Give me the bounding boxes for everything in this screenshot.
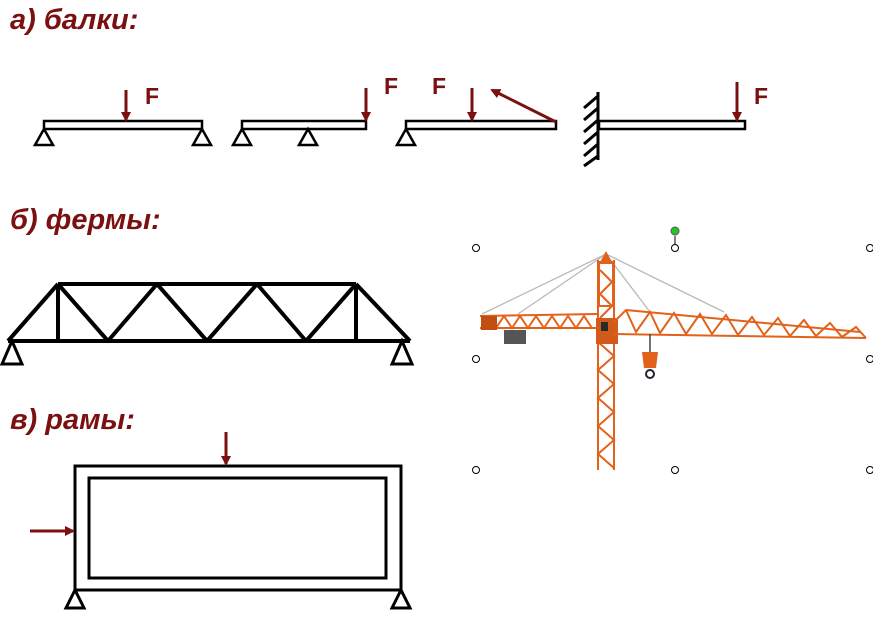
resize-handle-icon bbox=[671, 466, 679, 474]
force-label: F bbox=[145, 83, 159, 109]
pin-support-icon bbox=[394, 126, 418, 147]
resize-handle-icon bbox=[866, 466, 873, 474]
pin-support-icon bbox=[389, 586, 413, 610]
beam-overhang: F bbox=[230, 73, 398, 147]
pin-support-icon bbox=[63, 586, 87, 610]
resize-handle-icon bbox=[472, 244, 480, 252]
crane-image[interactable] bbox=[479, 251, 867, 470]
resize-handle-icon bbox=[472, 355, 480, 363]
frame bbox=[30, 432, 413, 610]
beam-simply-supported: F bbox=[32, 83, 214, 147]
resize-handle-icon bbox=[866, 244, 873, 252]
beam-cantilever-fixed: F bbox=[583, 82, 768, 168]
resize-handle-icon bbox=[671, 244, 679, 252]
resize-handle-icon bbox=[866, 355, 873, 363]
pin-support-icon bbox=[190, 126, 214, 147]
pin-support-icon bbox=[32, 126, 56, 147]
pin-support-icon bbox=[296, 126, 320, 147]
force-label: F bbox=[432, 73, 446, 99]
force-label: F bbox=[754, 83, 768, 109]
image-selection-handles[interactable] bbox=[472, 226, 873, 474]
section-heading-beams: а) балки: bbox=[10, 4, 139, 36]
pin-support-icon bbox=[0, 337, 25, 366]
section-heading-frames: в) рамы: bbox=[10, 404, 135, 436]
pin-support-icon bbox=[230, 126, 254, 147]
truss bbox=[6, 282, 412, 343]
beam-inclined-load: F bbox=[394, 73, 558, 147]
force-label: F bbox=[384, 73, 398, 99]
inclined-force-arrow bbox=[490, 88, 557, 124]
pin-support-icon bbox=[389, 337, 415, 366]
rotate-handle-icon bbox=[670, 226, 680, 236]
section-heading-trusses: б) фермы: bbox=[10, 204, 161, 236]
resize-handle-icon bbox=[472, 466, 480, 474]
